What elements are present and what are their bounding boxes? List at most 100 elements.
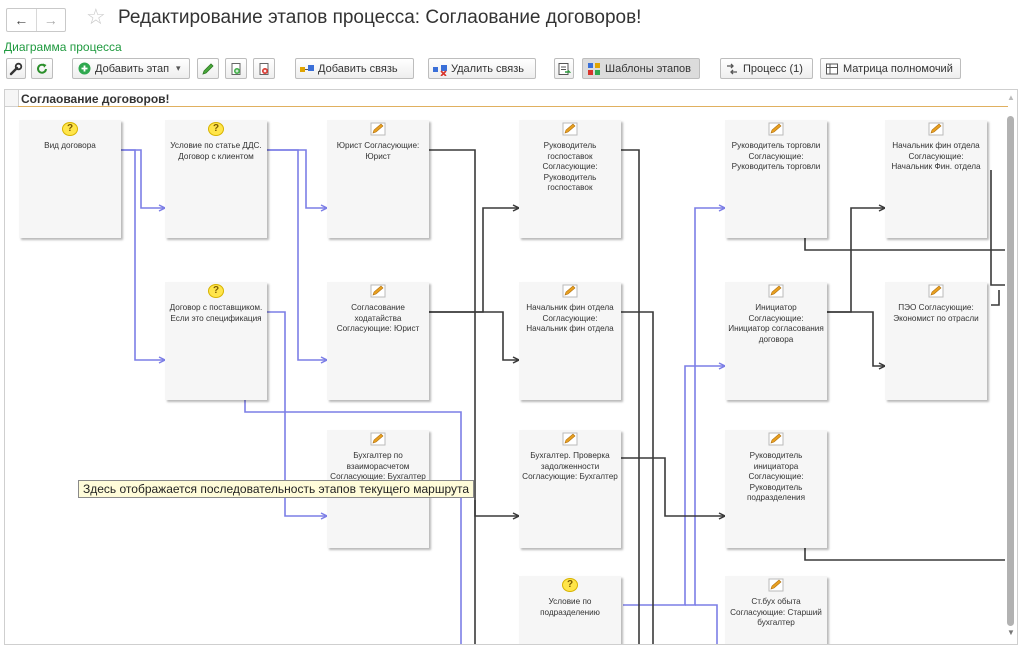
page-title: Редактирование этапов процесса: Соглаова… <box>118 7 642 28</box>
export-button[interactable] <box>554 58 574 79</box>
stage-node[interactable]: ? Договор с поставщиком. Если это специф… <box>165 282 267 400</box>
node-text: Условие по статье ДДС. Договор с клиенто… <box>170 141 262 161</box>
back-button[interactable]: ← <box>7 9 36 31</box>
process-flow-icon <box>724 61 740 77</box>
add-link-icon <box>299 61 315 77</box>
link-line <box>804 238 1005 251</box>
link-line <box>827 208 885 313</box>
stage-node[interactable]: Инициатор Согласующие: Инициатор согласо… <box>725 282 827 400</box>
title-bar: ← → ☆ Редактирование этапов процесса: Со… <box>0 0 1024 38</box>
stage-node[interactable]: Начальник фин отдела Согласующие: Началь… <box>519 282 621 400</box>
link-line <box>621 149 640 644</box>
dropdown-arrow-icon: ▾ <box>176 63 181 73</box>
pencil-icon <box>369 122 387 136</box>
process-button[interactable]: Процесс (1) <box>720 58 813 79</box>
copy-document-icon <box>228 61 244 77</box>
delete-stage-button[interactable] <box>253 58 275 79</box>
pencil-icon <box>927 122 945 136</box>
edit-stage-button[interactable] <box>197 58 219 79</box>
add-stage-button[interactable]: Добавить этап ▾ <box>72 58 190 79</box>
pencil-icon <box>561 284 579 298</box>
pencil-icon <box>561 122 579 136</box>
header-divider <box>18 106 1008 107</box>
stage-node[interactable]: ? Условие по подразделению <box>519 576 621 644</box>
stage-templates-label: Шаблоны этапов <box>605 62 692 75</box>
node-text: Ст.бух обыта Согласующие: Старший бухгал… <box>730 597 822 627</box>
stage-node[interactable]: Руководитель инициатора Согласующие: Рук… <box>725 430 827 548</box>
stage-node[interactable]: Согласование ходатайства Согласующие: Юр… <box>327 282 429 400</box>
pencil-icon <box>369 284 387 298</box>
link-line <box>621 311 654 644</box>
navigation-group: ← → <box>6 8 66 32</box>
link-line <box>474 500 519 516</box>
delete-document-icon <box>256 61 272 77</box>
node-text: ПЭО Согласующие: Экономист по отрасли <box>893 303 979 323</box>
refresh-button[interactable] <box>31 58 53 79</box>
stage-node[interactable]: Руководитель торговли Согласующие: Руков… <box>725 120 827 238</box>
link-line <box>621 457 725 516</box>
scroll-down-icon[interactable]: ▼ <box>1007 628 1015 637</box>
link-line <box>685 208 725 606</box>
stage-node[interactable]: Юрист Согласующие: Юрист <box>327 120 429 238</box>
question-icon: ? <box>62 122 78 136</box>
link-line <box>121 149 165 208</box>
link-line <box>267 311 327 516</box>
link-line <box>121 149 165 360</box>
node-text: Договор с поставщиком. Если это специфик… <box>169 303 263 323</box>
header-corner <box>5 90 19 107</box>
delete-link-icon <box>432 61 448 77</box>
pencil-icon <box>767 122 785 136</box>
diagram-link[interactable]: Диаграмма процесса <box>4 40 122 54</box>
favorite-star-icon[interactable]: ☆ <box>86 4 106 29</box>
node-text: Начальник фин отдела Согласующие: Началь… <box>526 303 614 333</box>
stage-node[interactable]: ? Вид договора <box>19 120 121 238</box>
forward-button[interactable]: → <box>35 9 66 31</box>
wrench-icon <box>8 61 24 77</box>
stage-node[interactable]: Руководитель госпоставок Согласующие: Ру… <box>519 120 621 238</box>
pencil-icon <box>927 284 945 298</box>
node-text: Юрист Согласующие: Юрист <box>336 141 420 161</box>
pencil-icon <box>369 432 387 446</box>
node-text: Руководитель торговли Согласующие: Руков… <box>731 141 821 171</box>
node-text: Руководитель инициатора Согласующие: Рук… <box>746 451 806 502</box>
stage-node[interactable]: Ст.бух обыта Согласующие: Старший бухгал… <box>725 576 827 644</box>
stage-node[interactable]: Начальник фин отдела Согласующие: Началь… <box>885 120 987 238</box>
stage-node[interactable]: ПЭО Согласующие: Экономист по отрасли <box>885 282 987 400</box>
back-arrow-icon: ← <box>14 12 29 28</box>
delete-link-label: Удалить связь <box>451 62 525 75</box>
copy-stage-button[interactable] <box>225 58 247 79</box>
add-link-button[interactable]: Добавить связь <box>295 58 414 79</box>
stage-node[interactable]: ? Условие по статье ДДС. Договор с клиен… <box>165 120 267 238</box>
scroll-up-icon[interactable]: ▲ <box>1007 93 1015 102</box>
link-line <box>991 290 1000 306</box>
node-text: Вид договора <box>44 141 96 150</box>
diagram-title: Соглаование договоров! <box>21 92 170 106</box>
link-line <box>267 149 327 208</box>
diagram-panel[interactable]: Соглаование договоров! <box>4 89 1018 645</box>
node-text: Условие по подразделению <box>540 597 600 617</box>
diagram-header: Соглаование договоров! <box>5 90 1005 108</box>
stage-templates-button[interactable]: Шаблоны этапов <box>582 58 700 79</box>
link-line <box>429 208 519 313</box>
add-circle-icon <box>76 61 92 77</box>
link-line <box>804 548 1005 561</box>
pencil-icon <box>767 432 785 446</box>
question-icon: ? <box>208 122 224 136</box>
templates-icon <box>586 61 602 77</box>
pencil-icon <box>767 578 785 592</box>
node-text: Бухгалтер. Проверка задолженности Соглас… <box>522 451 618 481</box>
vertical-scrollbar[interactable]: ▲ ▼ <box>1005 90 1017 644</box>
node-text: Согласование ходатайства Согласующие: Юр… <box>336 303 420 333</box>
stage-node[interactable]: Бухгалтер. Проверка задолженности Соглас… <box>519 430 621 548</box>
scroll-thumb[interactable] <box>1007 116 1014 626</box>
node-text: Инициатор Согласующие: Инициатор согласо… <box>728 303 824 344</box>
settings-button[interactable] <box>6 58 26 79</box>
tooltip: Здесь отображается последовательность эт… <box>78 480 475 498</box>
link-line <box>623 366 725 606</box>
link-line <box>244 400 462 644</box>
list-document-icon <box>556 61 572 77</box>
delete-link-button[interactable]: Удалить связь <box>428 58 536 79</box>
question-icon: ? <box>562 578 578 592</box>
authority-matrix-button[interactable]: Матрица полномочий <box>820 58 961 79</box>
toolbar: Добавить этап ▾ Добавить связь Удалить с… <box>0 58 1024 82</box>
